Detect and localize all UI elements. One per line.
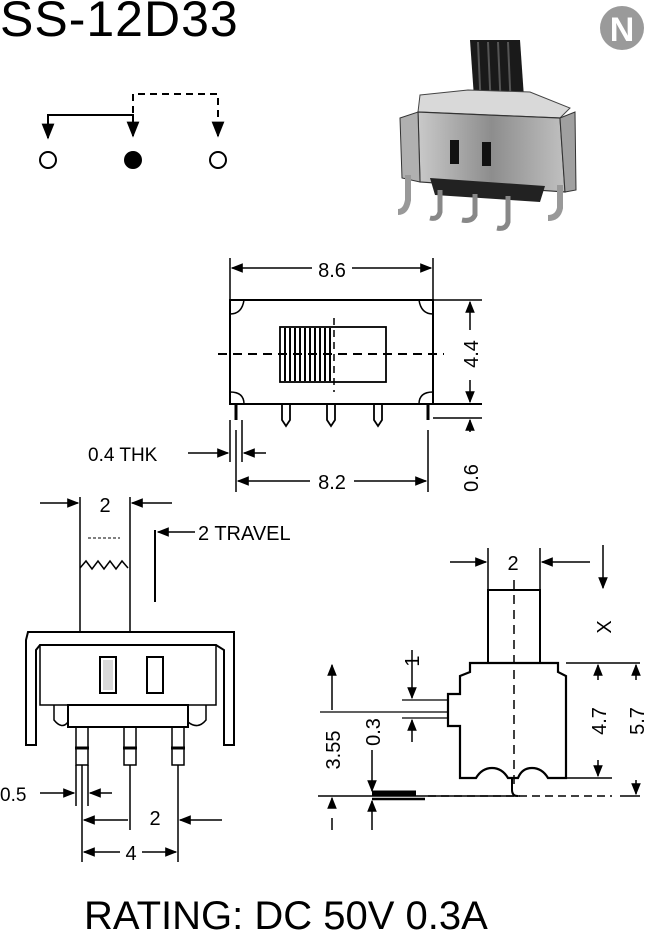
dim-pin-span: 8.2 <box>318 472 346 494</box>
logo-circle <box>600 6 644 50</box>
dim-0-3: 0.3 <box>363 718 385 746</box>
terminal-common <box>124 151 142 169</box>
dim-actuator-width-side: 2 <box>99 495 110 517</box>
logo-letter: N <box>610 11 635 49</box>
top-view <box>188 258 482 492</box>
dim-travel: 2 TRAVEL <box>198 523 291 545</box>
product-photo <box>397 40 577 231</box>
terminal-open-left <box>39 151 57 169</box>
dim-top-width: 8.6 <box>318 260 346 282</box>
dim-actuator-height: X <box>594 620 616 633</box>
brand-logo: N <box>600 6 644 50</box>
dim-3-55: 3.55 <box>323 731 345 770</box>
dim-thickness: 0.4 THK <box>88 445 158 466</box>
end-view <box>318 545 641 830</box>
dim-pin-pitch: 2 <box>149 808 160 830</box>
dim-actuator-width-end: 2 <box>507 553 518 575</box>
dim-4-7: 4.7 <box>589 707 611 735</box>
terminal-open-right <box>209 151 227 169</box>
dim-pin-span-side: 4 <box>125 843 136 865</box>
dim-pin-width: 0.5 <box>0 785 26 806</box>
part-number-title: SS-12D33 <box>0 0 239 47</box>
side-view <box>25 497 235 862</box>
dim-height: 4.4 <box>461 340 483 368</box>
dim-lead-offset: 0.6 <box>461 464 483 492</box>
rating-label: RATING: DC 50V 0.3A <box>84 894 488 938</box>
switch-schematic <box>39 93 227 169</box>
dim-5-7: 5.7 <box>627 707 649 735</box>
dim-1: 1 <box>402 655 424 666</box>
